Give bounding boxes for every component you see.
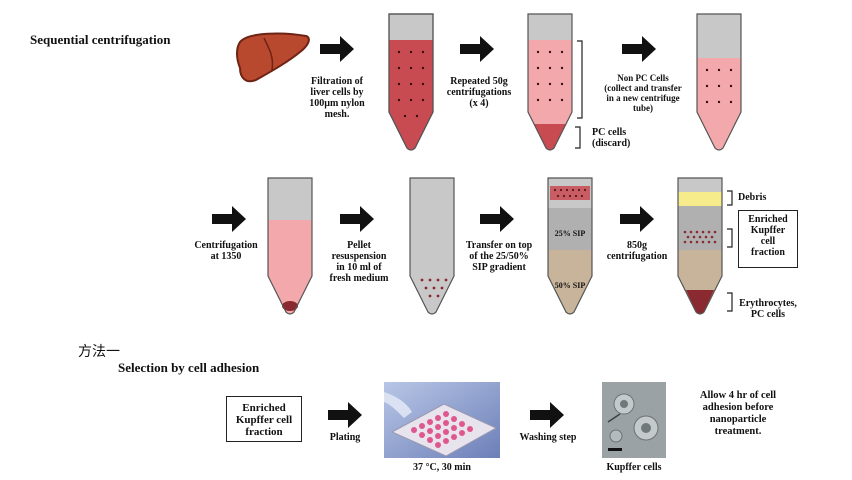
step-plating-text: Plating <box>329 432 361 443</box>
step-centrifugation-1350-text: Centrifugation at 1350 <box>194 240 258 262</box>
arrow-right-icon <box>460 36 494 62</box>
section-title-selection-by-cell-adhesion: Selection by cell adhesion <box>118 360 260 375</box>
label-enriched-kupffer-fraction-input: Enriched Kupffer cell fraction <box>226 396 302 442</box>
centrifuge-tube-pink <box>696 13 742 151</box>
step-washing-text: Washing step <box>519 432 577 443</box>
section-title-sequential-centrifugation: Sequential centrifugation <box>30 32 171 47</box>
label-erythrocytes-pc-cells: Erythrocytes, PC cells <box>739 298 797 320</box>
centrifuge-tube-pink-pellet <box>527 13 573 151</box>
centrifuge-tube-red <box>388 13 434 151</box>
arrow-right-icon <box>480 206 514 232</box>
centrifuge-tube-resuspended <box>409 177 455 315</box>
label-25-sip: 25% SIP <box>554 229 586 238</box>
arrow-right-icon <box>340 206 374 232</box>
liver-icon <box>236 32 310 83</box>
step-transfer-sip-text: Transfer on top of the 25/50% SIP gradie… <box>465 240 533 273</box>
note-allow-adhesion: Allow 4 hr of cell adhesion before nanop… <box>699 390 777 437</box>
arrow-right-icon <box>530 402 564 428</box>
method-label: 方法一 <box>78 344 120 360</box>
well-plate-photo <box>384 382 500 458</box>
kupffer-cells-micrograph <box>602 382 666 458</box>
label-kupffer-cells: Kupffer cells <box>606 462 662 473</box>
step-850g-centrifugation-text: 850g centrifugation <box>606 240 668 262</box>
centrifuge-tube-sip-gradient <box>547 177 593 315</box>
step-repeated-centrifugation-text: Repeated 50g centrifugations (x 4) <box>446 76 512 109</box>
label-debris: Debris <box>738 192 767 203</box>
centrifuge-tube-separated <box>677 177 723 315</box>
bracket-kupffer-icon <box>727 228 733 248</box>
bracket-debris-icon <box>727 190 733 206</box>
bracket-pc-icon <box>575 126 581 149</box>
step-pellet-resuspension-text: Pellet resuspension in 10 ml of fresh me… <box>329 240 389 284</box>
label-incubation-conditions: 37 °C, 30 min <box>413 462 471 473</box>
step-non-pc-cells-text: Non PC Cells (collect and transfer in a … <box>604 73 682 113</box>
label-50-sip: 50% SIP <box>554 281 586 290</box>
bracket-erythrocytes-icon <box>727 292 733 312</box>
arrow-right-icon <box>620 206 654 232</box>
arrow-right-icon <box>622 36 656 62</box>
centrifuge-tube-pellet <box>267 177 313 315</box>
step-filtration-text: Filtration of liver cells by 100µm nylon… <box>309 76 365 120</box>
arrow-right-icon <box>212 206 246 232</box>
label-enriched-kupffer-fraction: Enriched Kupffer cell fraction <box>738 210 798 268</box>
arrow-right-icon <box>328 402 362 428</box>
arrow-right-icon <box>320 36 354 62</box>
bracket-non-pc-icon <box>577 40 583 119</box>
step-pc-cells-text: PC cells (discard) <box>592 127 631 149</box>
